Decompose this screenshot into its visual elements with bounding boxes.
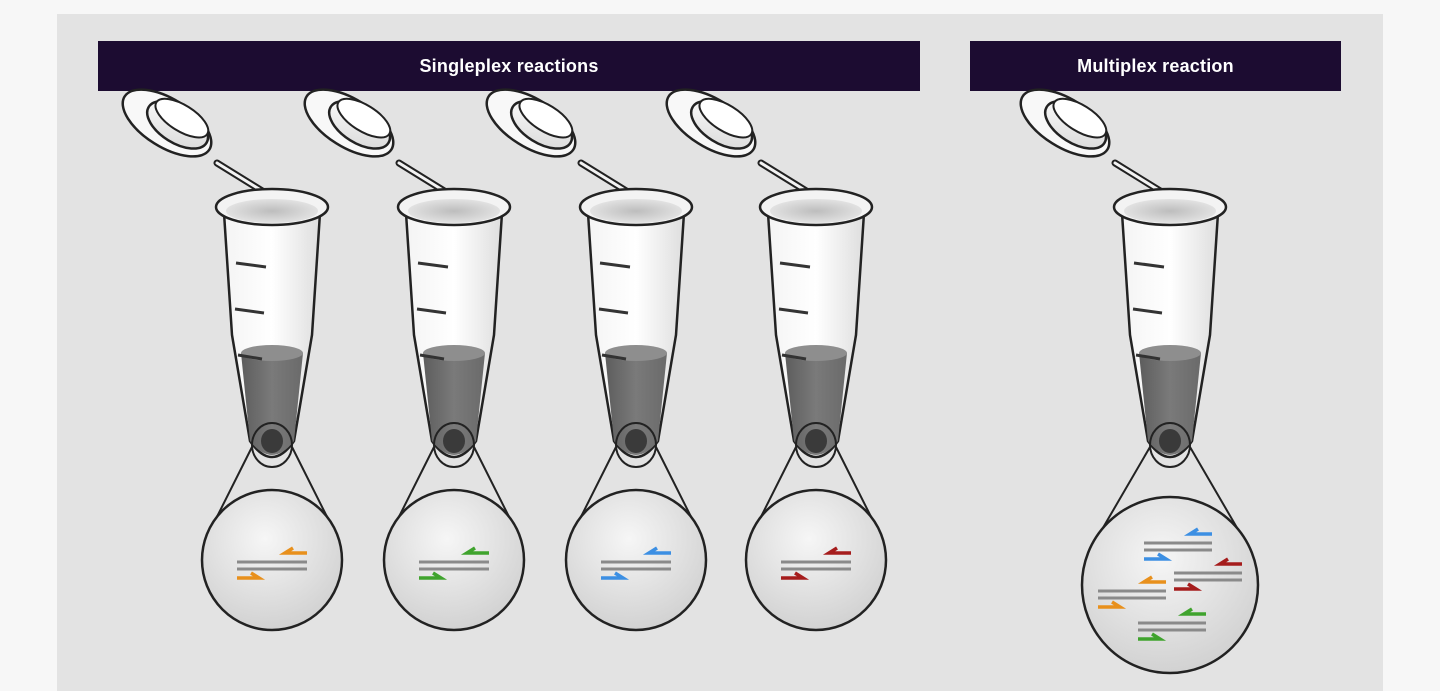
primer-pair-orange: [1098, 575, 1166, 609]
magnify-lines: [213, 446, 331, 522]
tube-icon: [656, 75, 872, 457]
magnify-lines: [577, 446, 695, 522]
magnify-lines: [395, 446, 513, 522]
magnified-view: [564, 488, 708, 632]
singleplex-tube: [112, 75, 344, 632]
primer-pair-red: [1174, 557, 1242, 591]
primer-pair-green: [1138, 607, 1206, 641]
tube-icon: [1010, 75, 1226, 457]
singleplex-header: Singleplex reactions: [98, 41, 920, 91]
multiplex-header: Multiplex reaction: [970, 41, 1341, 91]
multiplex-tube: [1010, 75, 1260, 675]
primer-pair-orange: [237, 546, 307, 580]
magnified-view: [744, 488, 888, 632]
primer-pair-blue: [601, 546, 671, 580]
primer-pair-blue: [1144, 527, 1212, 561]
singleplex-tube: [476, 75, 708, 632]
singleplex-tube: [294, 75, 526, 632]
magnified-view: [382, 488, 526, 632]
magnify-lines: [1096, 446, 1244, 538]
primer-pair-red: [781, 546, 851, 580]
tube-icon: [294, 75, 510, 457]
magnified-view: [1080, 495, 1260, 675]
magnified-view: [200, 488, 344, 632]
tube-icon: [476, 75, 692, 457]
tube-icon: [112, 75, 328, 457]
singleplex-tube: [656, 75, 888, 632]
primer-pair-green: [419, 546, 489, 580]
magnify-lines: [757, 446, 875, 522]
